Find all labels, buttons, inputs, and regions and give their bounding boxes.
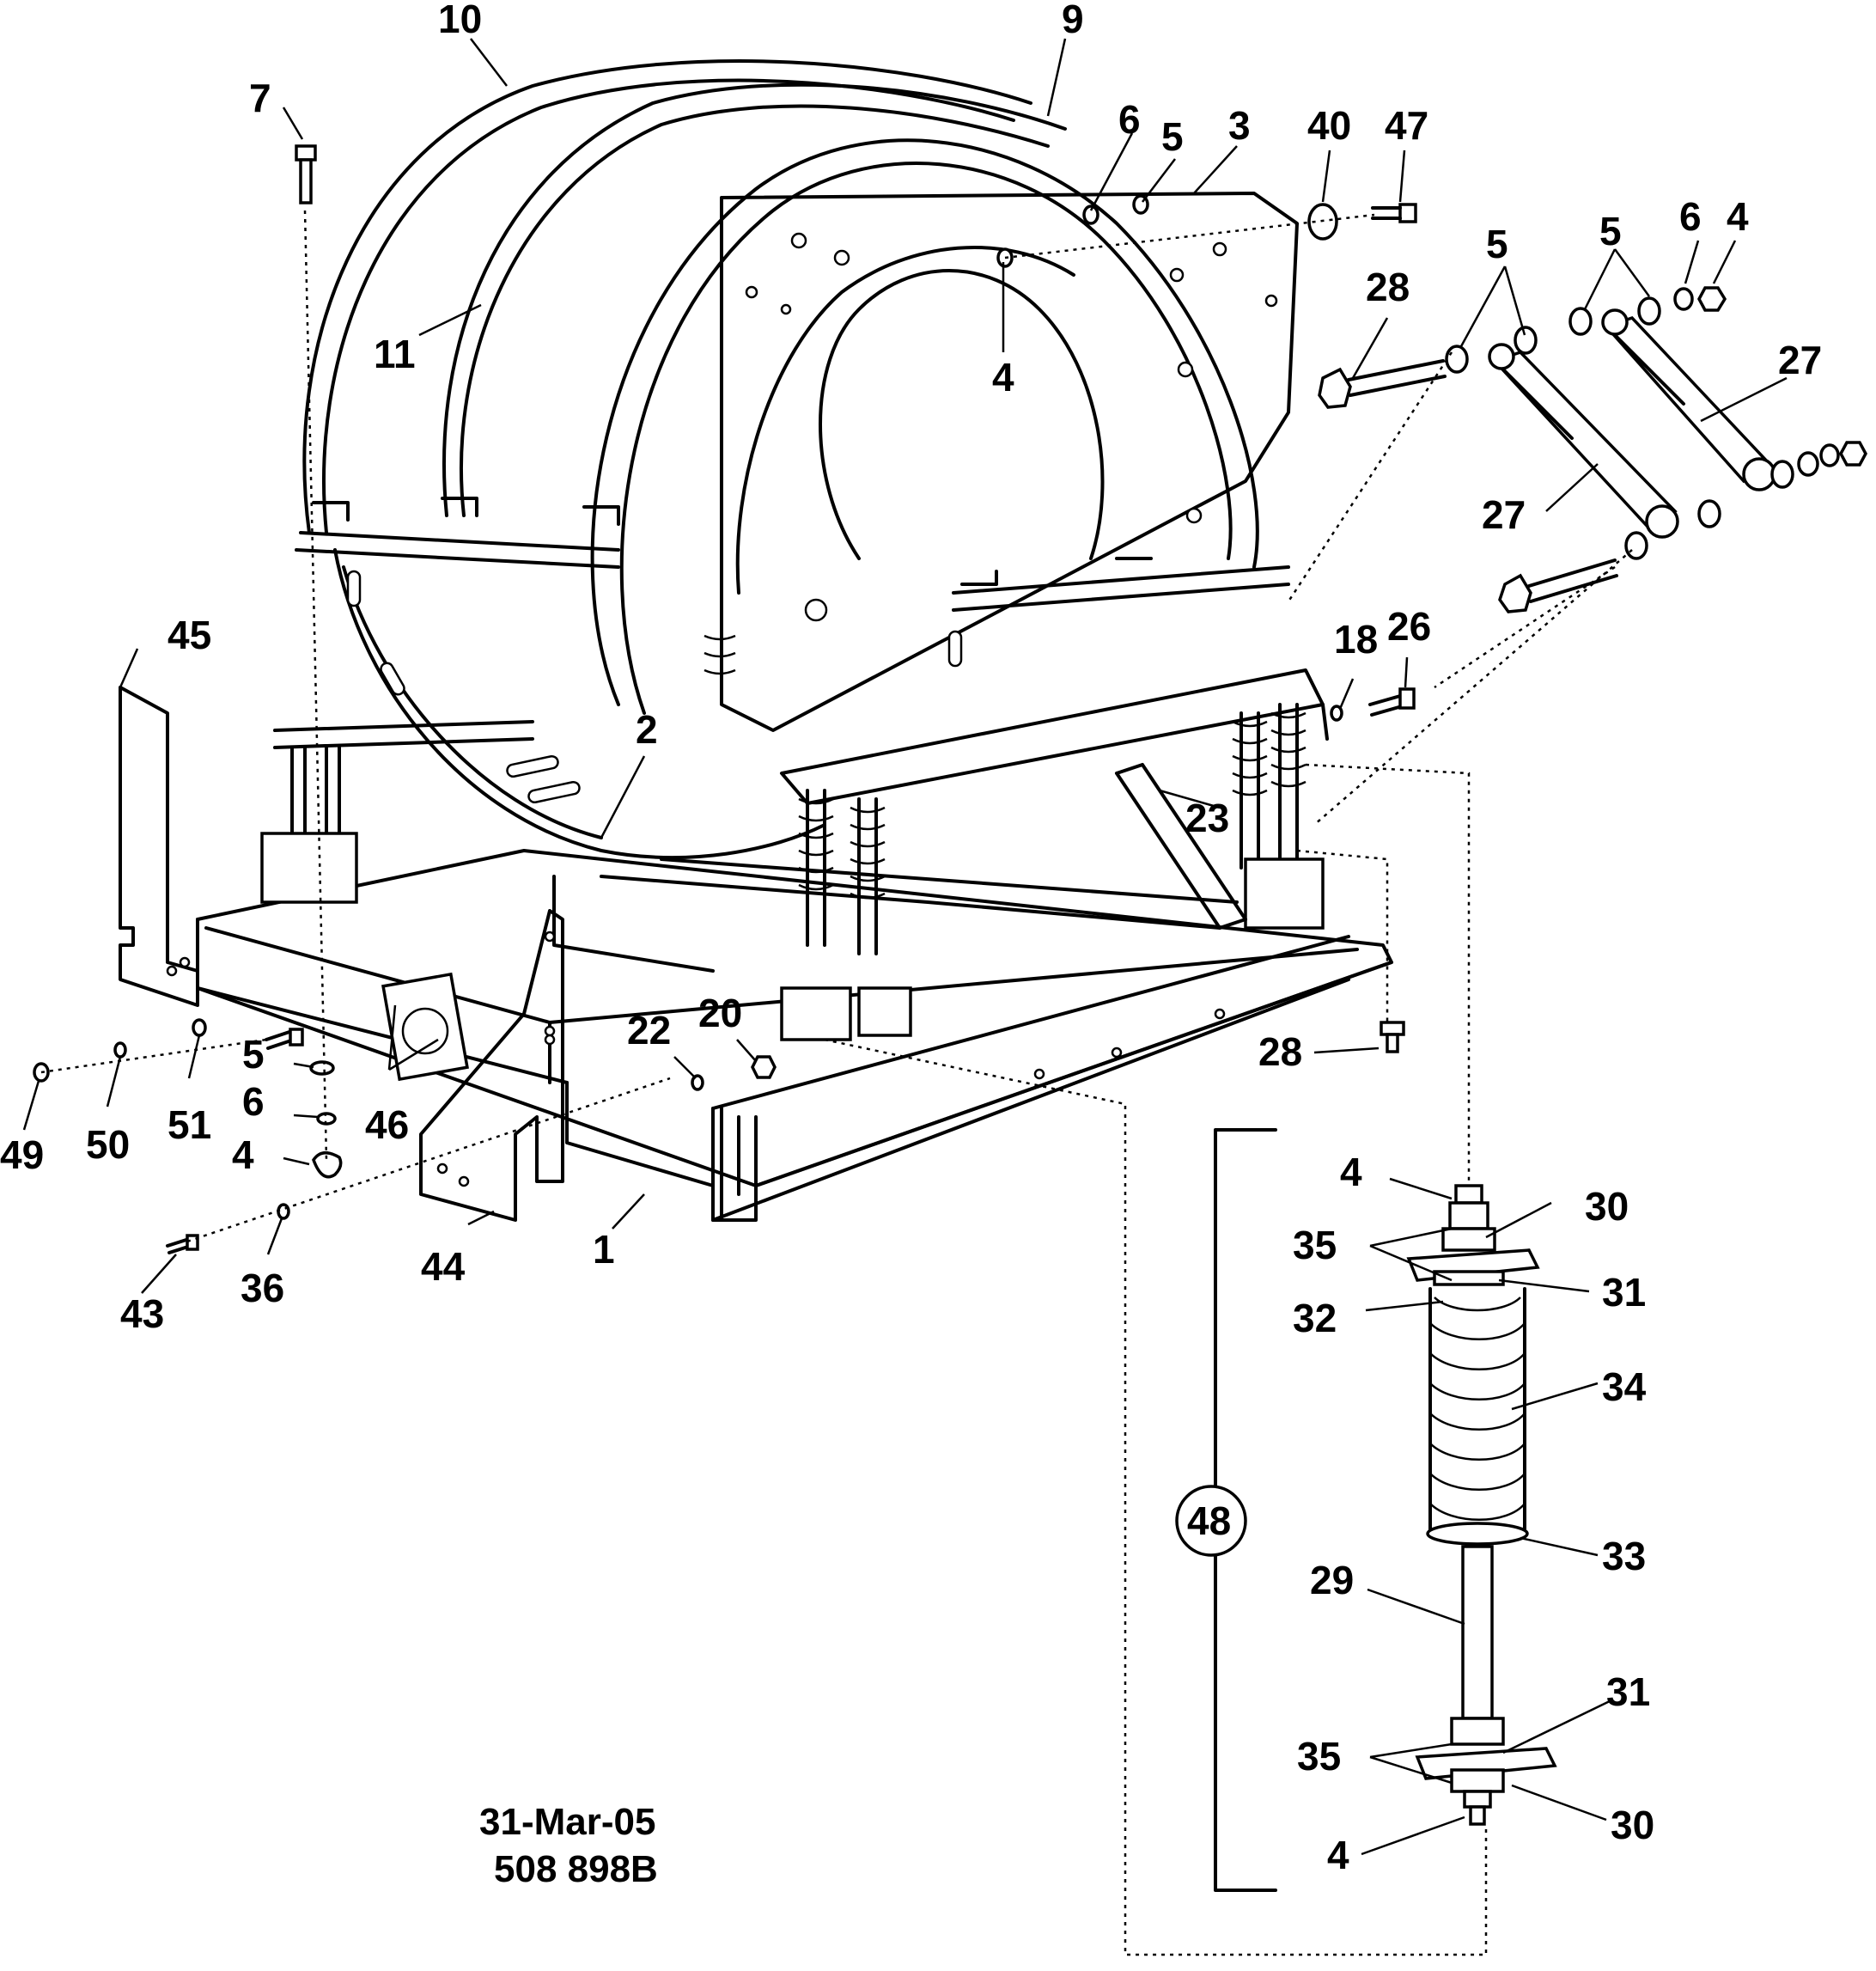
shock-absorber-27-upper xyxy=(1601,308,1776,491)
callout-44: 44 xyxy=(421,1244,466,1289)
callout-4: 4 xyxy=(1340,1150,1362,1194)
callout-49: 49 xyxy=(0,1132,44,1177)
callout-labels: 10 9 7 6 5 3 40 47 28 5 5 6 4 27 27 11 4… xyxy=(0,0,1822,1877)
callout-51: 51 xyxy=(168,1102,211,1147)
callout-43: 43 xyxy=(120,1291,164,1336)
assembly-dotted-lines xyxy=(40,210,1633,1956)
callout-47: 47 xyxy=(1385,103,1428,148)
callout-2: 2 xyxy=(636,707,658,752)
callout-9: 9 xyxy=(1062,0,1084,41)
drawing-number: 508 898B xyxy=(494,1848,658,1890)
suspension-springs xyxy=(260,634,1325,1041)
callout-22: 22 xyxy=(627,1008,671,1053)
spring-assembly-detail-48 xyxy=(1175,1128,1557,1892)
drum-shell-assembly xyxy=(295,59,1299,860)
callout-6: 6 xyxy=(1679,194,1702,239)
callout-4: 4 xyxy=(1727,194,1749,239)
callout-26: 26 xyxy=(1387,604,1431,649)
callout-27: 27 xyxy=(1482,492,1526,537)
drawing-date: 31-Mar-05 xyxy=(479,1801,655,1843)
callout-35: 35 xyxy=(1297,1734,1341,1779)
callout-5: 5 xyxy=(1161,114,1184,159)
callout-28: 28 xyxy=(1366,265,1410,309)
damper-installed xyxy=(1115,763,1247,930)
leader-lines xyxy=(22,38,1788,1856)
callout-6: 6 xyxy=(1118,97,1141,142)
side-bracket-45 xyxy=(119,686,199,1007)
callout-45: 45 xyxy=(168,613,211,657)
callout-3: 3 xyxy=(1228,103,1251,148)
callout-50: 50 xyxy=(86,1122,130,1167)
drawing-stamp: 31-Mar-05 508 898B xyxy=(479,1801,658,1890)
callout-27: 27 xyxy=(1778,338,1822,382)
callout-28: 28 xyxy=(1258,1029,1302,1074)
callout-10: 10 xyxy=(438,0,482,41)
callout-1: 1 xyxy=(593,1227,615,1272)
callout-6: 6 xyxy=(242,1079,265,1124)
callout-20: 20 xyxy=(698,991,742,1035)
hardware-washers xyxy=(33,194,1867,1220)
callout-31: 31 xyxy=(1606,1669,1650,1714)
callout-18: 18 xyxy=(1334,617,1378,662)
side-bracket-44 xyxy=(419,909,564,1222)
callout-32: 32 xyxy=(1293,1296,1337,1340)
callout-4: 4 xyxy=(232,1132,254,1177)
callout-7: 7 xyxy=(249,76,271,120)
callout-48: 48 xyxy=(1187,1498,1231,1543)
callout-46: 46 xyxy=(365,1102,409,1147)
callout-31: 31 xyxy=(1602,1270,1646,1315)
callout-4: 4 xyxy=(992,355,1014,400)
callout-11: 11 xyxy=(374,332,416,376)
callout-40: 40 xyxy=(1307,103,1351,148)
hardware-bolts xyxy=(166,144,1618,1254)
callout-30: 30 xyxy=(1611,1803,1654,1847)
callout-34: 34 xyxy=(1602,1364,1647,1409)
callout-30: 30 xyxy=(1585,1184,1629,1229)
callout-29: 29 xyxy=(1310,1558,1354,1602)
shock-absorber-27-lower xyxy=(1488,343,1679,539)
callout-5: 5 xyxy=(1486,222,1508,266)
callout-4: 4 xyxy=(1327,1833,1349,1877)
callout-36: 36 xyxy=(241,1266,284,1310)
callout-5: 5 xyxy=(1599,209,1622,253)
callout-33: 33 xyxy=(1602,1534,1646,1578)
callout-5: 5 xyxy=(242,1032,265,1077)
callout-35: 35 xyxy=(1293,1223,1337,1267)
suspension-cross-beam xyxy=(273,668,1329,852)
callout-23: 23 xyxy=(1185,796,1229,840)
